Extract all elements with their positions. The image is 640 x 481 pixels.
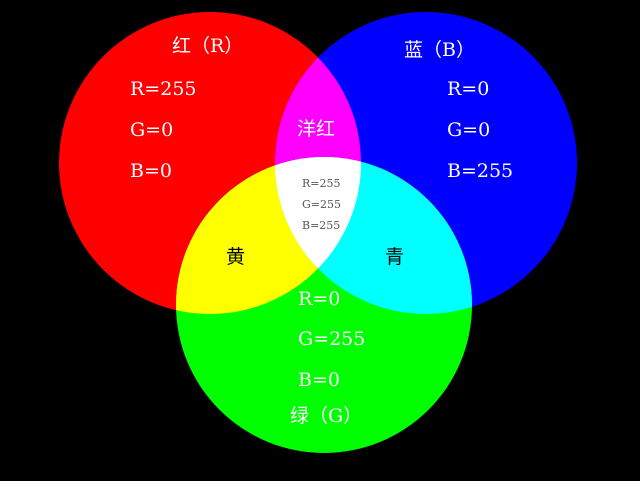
green-b-value: B=0 — [298, 369, 340, 391]
red-title-label: 红（R） — [172, 35, 244, 57]
blue-title-label: 蓝（B） — [404, 39, 475, 61]
white-g-value: G=255 — [302, 198, 341, 211]
green-g-value: G=255 — [298, 328, 366, 350]
red-g-value: G=0 — [130, 119, 174, 141]
cyan-label: 青 — [385, 246, 405, 268]
blue-g-value: G=0 — [447, 119, 491, 141]
yellow-label: 黄 — [226, 246, 246, 268]
magenta-label: 洋红 — [297, 118, 336, 140]
blue-b-value: B=255 — [447, 160, 514, 182]
green-r-value: R=0 — [298, 288, 341, 310]
green-title-label: 绿（G） — [290, 405, 363, 427]
red-r-value: R=255 — [130, 78, 197, 100]
blue-r-value: R=0 — [447, 78, 490, 100]
red-b-value: B=0 — [130, 160, 172, 182]
white-b-value: B=255 — [302, 219, 341, 232]
white-r-value: R=255 — [302, 177, 341, 190]
